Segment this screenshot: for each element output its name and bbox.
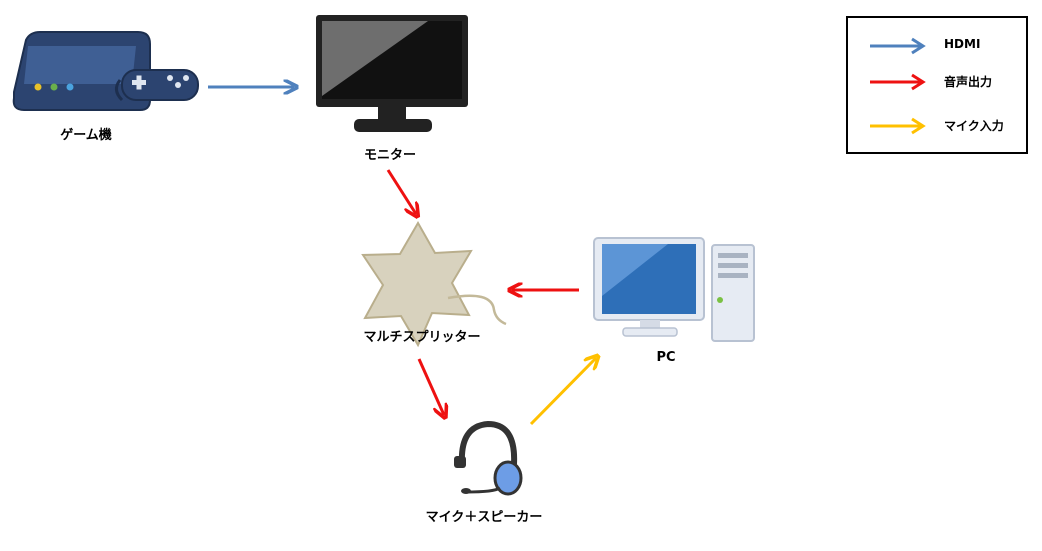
headset-icon [454, 420, 523, 496]
monitor-icon [316, 15, 468, 132]
legend-item-hdmi: HDMI [848, 34, 1026, 58]
legend-label-hdmi: HDMI [944, 37, 981, 51]
audio-arrow-splitter-to-headset [417, 358, 444, 415]
legend-box: HDMI 音声出力 マイク入力 [846, 16, 1028, 154]
legend-item-audio-out: 音声出力 [848, 70, 1026, 94]
pc-label: PC [656, 350, 676, 365]
audio-arrow-monitor-to-splitter [386, 169, 416, 214]
pc-icon [593, 237, 755, 342]
splitter-label: マルチスプリッター [363, 330, 481, 345]
legend-arrow-mic-in [870, 117, 926, 135]
legend-arrow-hdmi [870, 37, 926, 55]
splitter-icon [361, 220, 507, 348]
headset-label: マイク＋スピーカー [425, 510, 543, 525]
legend-label-audio-out: 音声出力 [944, 75, 993, 89]
monitor-label: モニター [363, 148, 417, 163]
mic-arrow-headset-to-pc [529, 358, 596, 426]
game-console-label: ゲーム機 [60, 128, 112, 143]
legend-arrow-audio-out [870, 73, 926, 91]
legend-label-mic-in: マイク入力 [944, 119, 1004, 133]
legend-item-mic-in: マイク入力 [848, 114, 1026, 138]
game-console-icon [12, 31, 199, 111]
